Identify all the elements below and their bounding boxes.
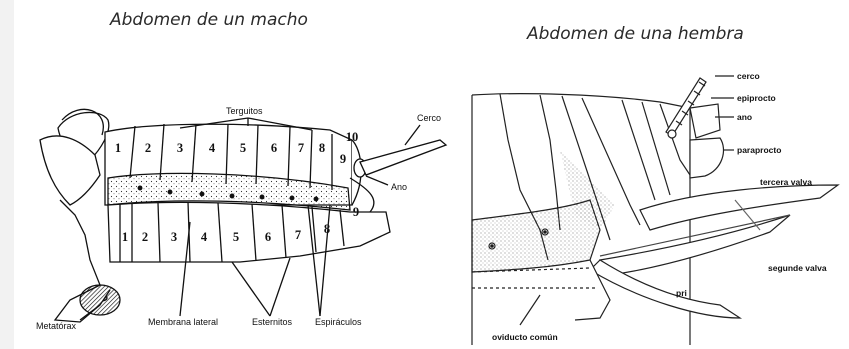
tergite-number: 1 [115, 141, 121, 155]
label-tercera-valva: tercera valva [760, 177, 812, 187]
label-cerco-f: cerco [737, 71, 760, 81]
label-ano-f: ano [737, 112, 752, 122]
sternite-number: 3 [171, 230, 177, 244]
label-membrana-lateral: Membrana lateral [148, 317, 218, 327]
tympanum [80, 285, 120, 315]
sternite-number: 5 [233, 230, 239, 244]
sternite-number: 7 [295, 228, 301, 242]
tergite-number: 6 [271, 141, 277, 155]
label-esternitos: Esternitos [252, 317, 293, 327]
sternite-number: 8 [324, 222, 330, 236]
sternite-number: 2 [142, 230, 148, 244]
sternite-number: 1 [122, 230, 128, 244]
tergite-number: 8 [319, 141, 325, 155]
label-primera-valva: pri [676, 288, 687, 298]
tergite-number: 5 [240, 141, 246, 155]
tergite-number: 3 [177, 141, 183, 155]
tergite-number: 10 [346, 130, 359, 144]
label-cerco: Cerco [417, 113, 441, 123]
label-paraprocto: paraprocto [737, 145, 781, 155]
label-epiprocto: epiprocto [737, 93, 776, 103]
sternite-number: 6 [265, 230, 271, 244]
label-espiraculos: Espiráculos [315, 317, 362, 327]
sternite-number: 4 [201, 230, 208, 244]
tergite-number: 9 [340, 152, 346, 166]
female-abdomen-diagram [472, 76, 838, 345]
label-terguitos: Terguitos [226, 106, 263, 116]
tergite-number: 2 [145, 141, 151, 155]
sternite-number: 9 [353, 205, 359, 219]
label-ano: Ano [391, 182, 407, 192]
tergite-number: 4 [209, 141, 216, 155]
label-metatorax: Metatórax [36, 321, 77, 331]
label-oviducto-comun: oviducto común [492, 332, 558, 342]
cercus [360, 140, 446, 175]
sternite-band [108, 202, 390, 262]
tergite-number: 7 [298, 141, 304, 155]
label-segunda-valva: segunde valva [768, 263, 827, 273]
